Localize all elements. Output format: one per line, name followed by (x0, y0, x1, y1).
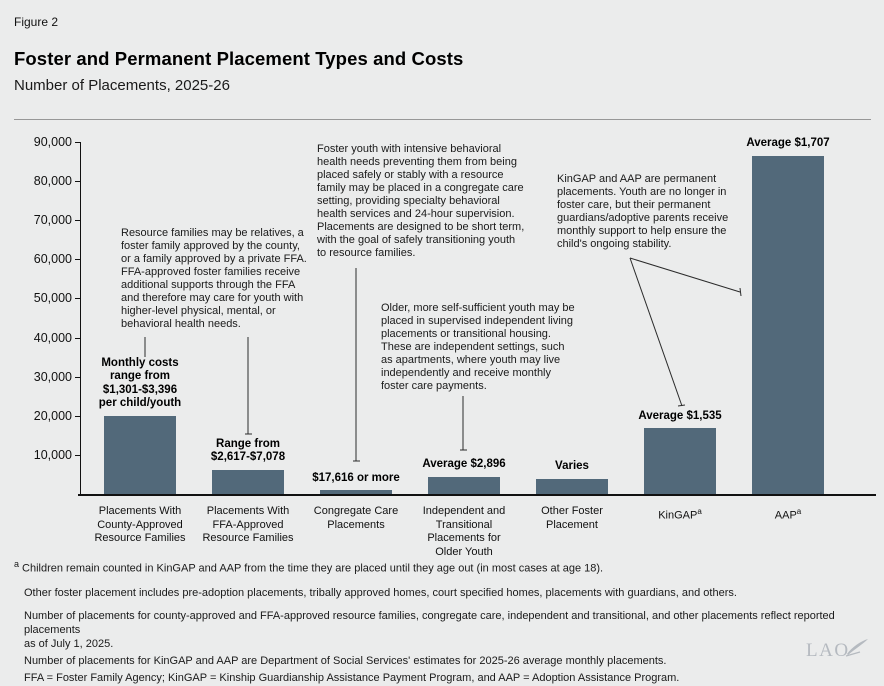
x-axis-label: AAPa (774, 507, 802, 522)
bar-cost-label: $17,616 or more (312, 471, 400, 484)
y-tick-mark (75, 376, 80, 378)
plot-area: 10,000 20,000 30,000 40,000 50,000 60,000 70,0… (34, 135, 876, 496)
annotation-permanent-placements: KinGAP and AAP are permanent placements.… (557, 173, 729, 250)
bar-cost-label: Average $1,535 (638, 409, 722, 422)
figure-label: Figure 2 (14, 15, 59, 29)
bar-cost-label: Range from $2,617-$7,078 (210, 437, 286, 464)
annotation-resource-families: Resource families may be relatives, a fo… (121, 227, 307, 330)
y-tick-mark (75, 259, 80, 261)
x-axis-label: Placements With County-Approved Resource… (94, 505, 186, 544)
y-tick-label: 20,000 (33, 408, 72, 423)
footnote-acronyms: FFA = Foster Family Agency; KinGAP = Kin… (24, 671, 680, 684)
annotation-congregate-care: Foster youth with intensive behavioral h… (317, 143, 525, 259)
bar-cost-label: Average $1,707 (746, 137, 830, 150)
footnote-marker: a (697, 507, 702, 516)
y-tick-label: 30,000 (33, 369, 72, 384)
y-tick-mark (75, 220, 80, 222)
footnote-dss-estimates: Number of placements for KinGAP and AAP … (24, 654, 667, 667)
bar-cost-label: Average $2,896 (422, 458, 506, 471)
bar-7 (752, 155, 824, 494)
x-axis-label: KinGAPa (658, 507, 702, 522)
annotation-independent-living: Older, more self-sufficient youth may be… (381, 302, 575, 392)
bar-6 (644, 428, 716, 494)
y-axis (80, 142, 81, 494)
lao-logo-text: LAO (806, 640, 850, 661)
y-tick-label: 70,000 (33, 213, 72, 228)
page-title: Foster and Permanent Placement Types and… (14, 48, 464, 69)
y-tick-mark (75, 181, 80, 183)
bar-cost-label: Monthly costs range from $1,301-$3,396 p… (98, 356, 182, 410)
y-tick-label: 10,000 (33, 447, 72, 462)
bar-cost-label: Varies (555, 460, 589, 473)
x-axis-label: Placements With FFA-Approved Resource Fa… (202, 505, 294, 544)
footnote-other-placement: Other foster placement includes pre-adop… (24, 586, 737, 599)
x-axis-label: Independent and Transitional Placements … (422, 505, 506, 558)
bar-4 (428, 476, 500, 494)
y-tick-label: 90,000 (33, 135, 72, 149)
y-tick-mark (75, 337, 80, 339)
footnote-marker: a (14, 559, 20, 569)
footnote-reported-placements: Number of placements for county-approved… (24, 609, 835, 650)
page-subtitle: Number of Placements, 2025-26 (14, 77, 230, 94)
y-tick-mark (75, 142, 80, 143)
lao-logo: LAO (806, 639, 870, 662)
x-axis (78, 494, 876, 496)
y-tick-mark (75, 415, 80, 417)
y-tick-mark (75, 298, 80, 300)
header-divider (14, 119, 871, 120)
bar-1 (104, 415, 176, 494)
x-axis-label: Congregate Care Placements (313, 505, 399, 531)
x-axis-label: Other Foster Placement (541, 505, 603, 531)
y-tick-label: 50,000 (33, 291, 72, 306)
bar-5 (536, 478, 608, 494)
footnote-marker: a (796, 507, 802, 516)
bar-3 (320, 490, 392, 494)
y-tick-label: 80,000 (33, 174, 72, 189)
quill-icon (845, 639, 868, 657)
bar-2 (212, 469, 284, 494)
y-tick-label: 40,000 (33, 330, 72, 345)
y-tick-label: 60,000 (33, 252, 72, 267)
x-axis-labels: Placements With County-Approved Resource… (80, 505, 875, 567)
y-tick-mark (75, 454, 80, 456)
